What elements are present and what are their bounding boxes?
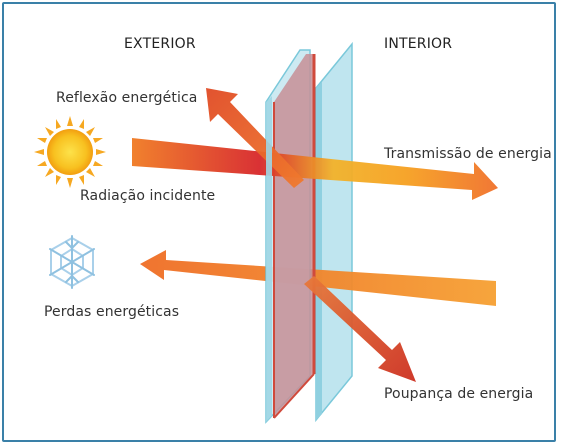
energy-saving-arrow [304,276,416,382]
energy-loss-label: Perdas energéticas [44,304,180,320]
transmission-label: Transmissão de energia [384,146,552,162]
double-glazing-diagram [34,41,498,424]
coating-edge-red-bottom [273,373,315,419]
exterior-heading: EXTERIOR [124,36,196,52]
incident-transmission-arrow [132,138,498,200]
interior-glass-edge [316,82,322,420]
reflection-label: Reflexão energética [56,90,198,106]
incident-radiation-label: Radiação incidente [80,188,216,204]
low-e-coating-pane [274,54,314,418]
interior-heading: INTERIOR [384,36,453,52]
snowflake-icon [49,235,95,289]
exterior-glass-edge [266,96,272,422]
energy-saving-label: Poupança de energia [384,386,534,402]
diagram-frame: EXTERIOR INTERIOR Reflexão energética Ra… [2,2,556,442]
energy-reflection-arrow [206,88,304,188]
energy-loss-arrow [140,250,496,306]
sun-icon [34,116,106,188]
